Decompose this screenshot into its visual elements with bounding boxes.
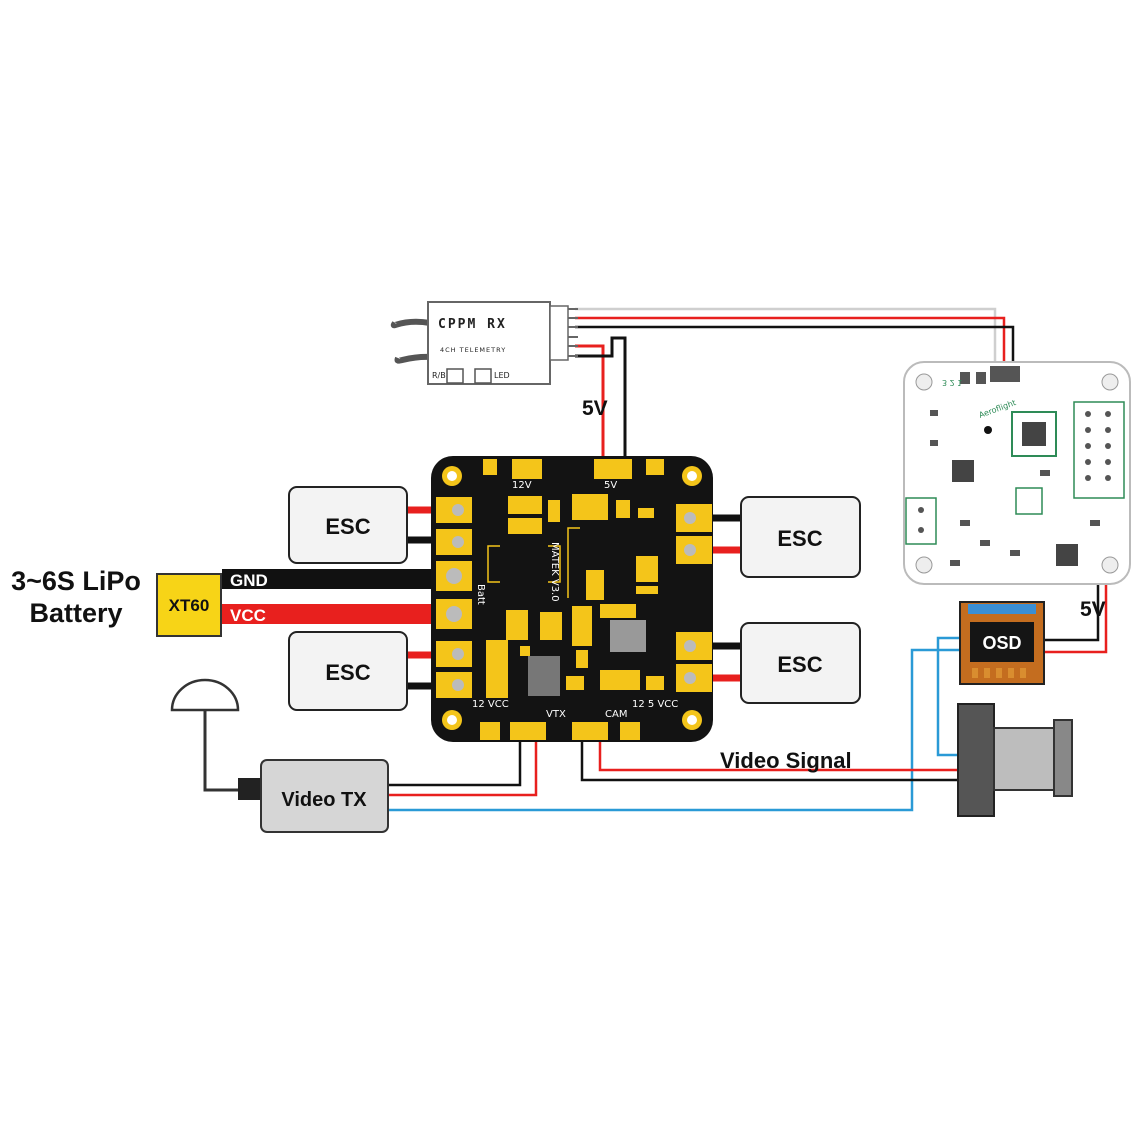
- power-distribution-board: 12V 5V: [431, 456, 713, 742]
- video-tx-label: Video TX: [281, 789, 367, 811]
- video-signal-label: Video Signal: [720, 748, 852, 773]
- svg-text:ESC: ESC: [777, 652, 822, 677]
- antenna-icon: [170, 678, 262, 800]
- rx-port-left: R/B: [432, 371, 446, 380]
- rx-subtitle: 4CH TELEMETRY: [440, 346, 506, 354]
- pdb-batt-label: Batt: [475, 584, 486, 605]
- esc-bottom-right: ESC: [740, 622, 861, 704]
- video-tx-module: Video TX: [260, 759, 389, 833]
- battery-gnd-wire: [222, 569, 447, 589]
- svg-text:ESC: ESC: [325, 514, 370, 539]
- gnd-wire-label: GND: [230, 571, 268, 590]
- rx-power-wires: [575, 336, 627, 467]
- esc-bottom-left: ESC: [288, 631, 408, 711]
- cppm-receiver: CPPM RX 4CH TELEMETRY R/B LED: [390, 301, 578, 385]
- pdb-bottom-right: 12 5 VCC: [632, 699, 678, 710]
- battery-label-line1: 3~6S LiPo: [11, 566, 141, 596]
- esc-top-right: ESC: [740, 496, 861, 578]
- svg-text:ESC: ESC: [325, 660, 370, 685]
- esc-top-left: ESC: [288, 486, 408, 564]
- camera-icon: [957, 703, 1073, 817]
- svg-text:ESC: ESC: [777, 526, 822, 551]
- rx-fc-wires: [575, 307, 1015, 372]
- rx-port-right: LED: [494, 371, 510, 380]
- osd-module: OSD: [959, 601, 1045, 685]
- xt60-connector: [156, 573, 222, 637]
- osd-voltage-label: 5V: [1080, 598, 1106, 621]
- osd-label: OSD: [982, 633, 1021, 653]
- rx-title: CPPM RX: [438, 317, 507, 332]
- pdb-label-12v: 12V: [512, 480, 532, 491]
- rx-voltage-label: 5V: [582, 397, 608, 420]
- vtx-power-wires: [388, 740, 538, 797]
- fc-port-numbers: 3 2 1: [942, 378, 962, 387]
- pdb-bottom-cam: CAM: [605, 709, 627, 720]
- pdb-bottom-left: 12 VCC: [472, 699, 509, 710]
- cam-power-wires: [580, 740, 958, 782]
- xt60-label: XT60: [169, 596, 210, 615]
- pdb-name: MATEK V3.0: [549, 542, 560, 602]
- battery-vcc-wire: [222, 604, 447, 624]
- vcc-wire-label: VCC: [230, 606, 266, 625]
- battery-label-line2: Battery: [29, 598, 122, 628]
- flight-controller: 3 2 1 Aeroflight: [903, 361, 1131, 585]
- video-blue-wires: [388, 636, 966, 812]
- pdb-bottom-vtx: VTX: [546, 709, 566, 720]
- pdb-label-5v: 5V: [604, 480, 617, 491]
